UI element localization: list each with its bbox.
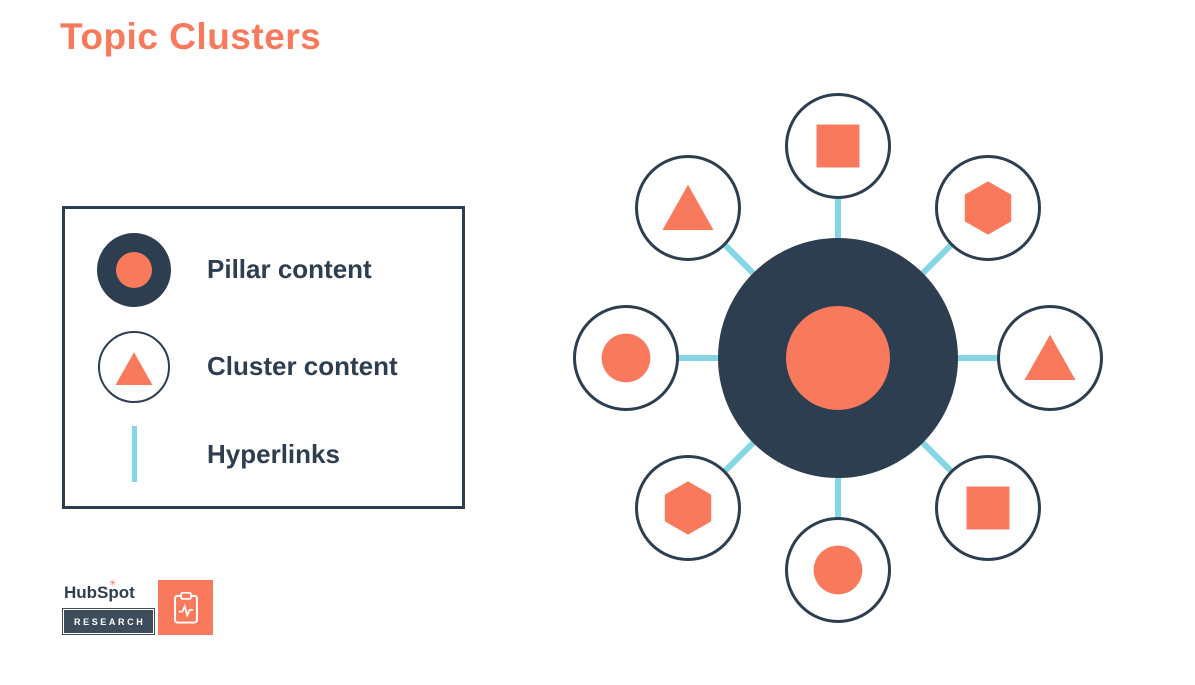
triangle-icon [662,184,714,231]
legend-label-cluster: Cluster content [207,351,398,381]
legend-label-pillar: Pillar content [207,254,372,285]
hexagon-icon [664,481,712,535]
cluster-content-node [635,155,742,262]
cluster-content-node [785,517,891,623]
cluster-content-node [934,454,1041,561]
hubspot-research-logo: HubSpot ✳ RESEARCH [62,578,214,635]
hexagon-icon [964,181,1012,235]
hyperlink-connector [952,355,1004,361]
sprocket-icon: ✳ [109,578,117,588]
square-icon [966,486,1010,530]
cluster-content-node [785,93,891,199]
circle-icon [601,333,651,383]
legend-icon-wrap [95,232,173,307]
research-tile [158,580,214,635]
legend-icon-wrap [95,426,173,483]
square-icon [816,124,860,168]
pillar-content-hub [718,238,958,478]
brand-text: HubSpot [64,583,135,602]
circle-icon [813,545,863,595]
hyperlink-connector [672,355,724,361]
triangle-icon [1024,334,1076,381]
cluster-content-node [934,155,1041,262]
pillar-dot-icon [116,251,152,288]
research-label: RESEARCH [62,608,156,635]
hyperlink-connector [835,192,841,244]
pillar-content-icon [97,232,171,307]
cluster-content-node [573,305,679,411]
cluster-content-icon [98,330,170,403]
triangle-icon [115,351,153,385]
hyperlink-icon [131,426,137,483]
hubspot-wordmark: HubSpot ✳ [62,578,145,608]
cluster-content-node [997,305,1103,411]
clipboard-pulse-icon [173,591,198,624]
legend-icon-wrap [95,330,173,403]
cluster-content-node [635,454,742,561]
legend-label-hyperlinks: Hyperlinks [207,438,340,469]
legend-item-hyperlinks: Hyperlinks [95,426,462,483]
page-title: Topic Clusters [60,16,322,57]
legend-item-pillar: Pillar content [95,232,462,307]
legend: Pillar content Cluster content Hyperlink… [62,206,465,509]
pillar-circle-icon [786,306,890,410]
legend-item-cluster: Cluster content [95,330,462,403]
logo-text-block: HubSpot ✳ RESEARCH [62,578,156,635]
